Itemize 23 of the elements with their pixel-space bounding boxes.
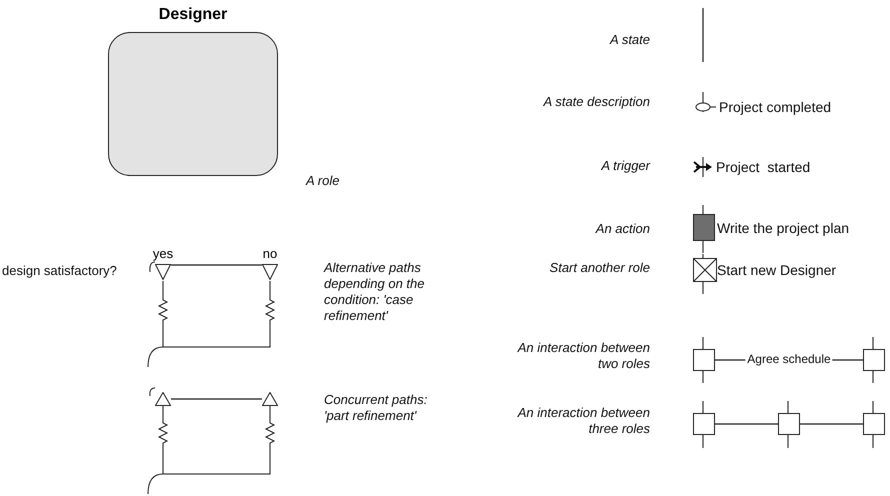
notation-description: Alternative paths depending on the condition: 'case refinement'	[324, 260, 426, 324]
notation-description: Concurrent paths: 'part refinement'	[324, 392, 428, 424]
connector-line	[171, 398, 262, 400]
node-caption: Project completed	[719, 99, 832, 115]
state-caption: Project started	[716, 159, 810, 175]
connector-line	[800, 423, 863, 425]
connector-line	[715, 423, 778, 425]
role-heading: Designer	[158, 6, 228, 24]
notation-description: An interaction between three roles	[516, 405, 650, 437]
branch-label: yes	[152, 246, 174, 261]
node-caption: Start new Designer	[717, 262, 836, 278]
notation-description: An interaction between two roles	[516, 340, 650, 372]
node-caption: Write the project plan	[717, 220, 850, 236]
branch-label: no	[262, 246, 278, 261]
notation-description: Start another role	[550, 260, 650, 276]
notation-description: A state description	[544, 94, 650, 110]
condition-label: design satisfactory?	[2, 263, 117, 278]
connector-line	[171, 264, 262, 266]
edge-label: Agree schedule	[745, 352, 833, 366]
notation-description: A state	[610, 32, 650, 48]
notation-description: A trigger	[601, 158, 650, 174]
notation-description: An action	[596, 221, 650, 237]
notation-description: A role	[306, 173, 340, 189]
